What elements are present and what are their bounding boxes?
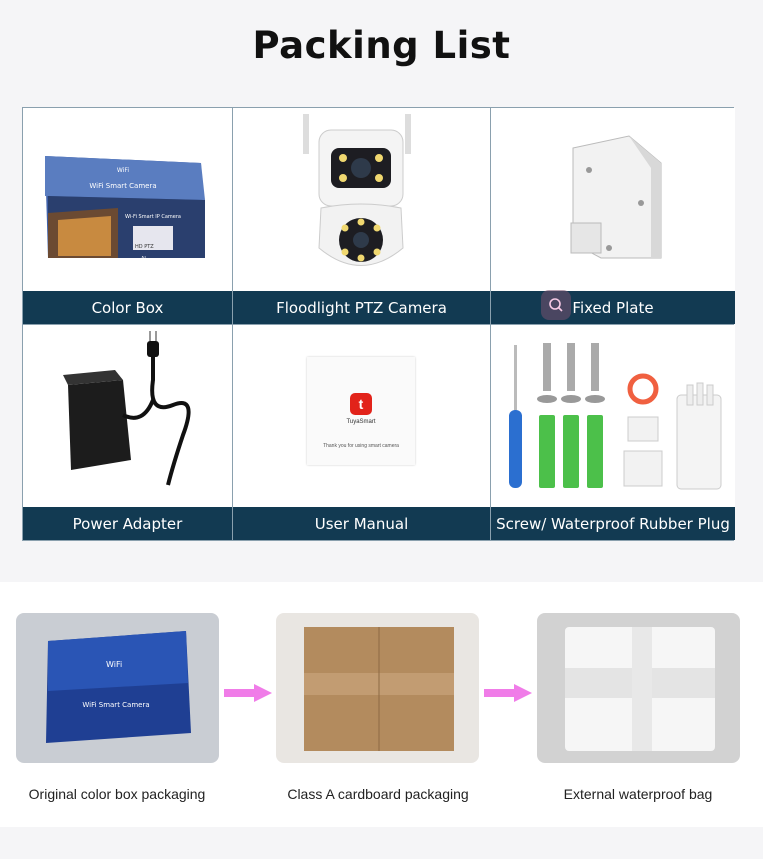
item-caption: Floodlight PTZ Camera [233,291,490,324]
power-adapter-image [23,325,232,507]
screws-image [491,325,735,507]
manual-app-name: TuyaSmart [346,419,376,425]
manual-note: Thank you for using smart camera [323,443,399,449]
box-model-text: HD PTZ [135,244,154,250]
packaging-step-label: External waterproof bag [563,786,713,802]
item-caption: Screw/ Waterproof Rubber Plug [491,507,735,540]
packaging-step-waterproof-bag-photo [537,613,740,763]
box-logo-text: WiFi [106,660,122,669]
packaging-step-cardboard-photo [276,613,479,763]
packaging-step-label: Class A cardboard packaging [287,786,469,802]
box-badge-text: AI [141,256,146,262]
box-subtitle-text: Wi-Fi Smart IP Camera [125,214,181,220]
row-divider [23,324,733,325]
item-caption: Fixed Plate [491,291,735,324]
item-screws: Screw/ Waterproof Rubber Plug [491,325,735,540]
item-fixed-plate: Fixed Plate [491,108,735,324]
packaging-step-color-box-photo: WiFi WiFi Smart Camera [16,613,219,763]
arrow-right-icon [484,684,532,702]
item-color-box: WiFi Smart Camera Wi-Fi Smart IP Camera … [23,108,233,324]
item-ptz-camera: Floodlight PTZ Camera [233,108,491,324]
item-caption: User Manual [233,507,490,540]
tuya-logo-icon: t [350,393,372,415]
box-brand-text: WiFi Smart Camera [89,182,156,190]
fixed-plate-image [491,108,735,291]
box-brand-text: WiFi Smart Camera [82,701,149,709]
search-icon[interactable] [541,290,571,320]
arrow-right-icon [224,684,272,702]
packing-list-grid: WiFi Smart Camera Wi-Fi Smart IP Camera … [22,107,735,541]
item-user-manual: t TuyaSmart Thank you for using smart ca… [233,325,491,540]
page-title: Packing List [252,24,511,67]
user-manual-image: t TuyaSmart Thank you for using smart ca… [233,325,490,507]
manual-booklet: t TuyaSmart Thank you for using smart ca… [307,357,415,465]
packaging-step-label: Original color box packaging [28,786,206,802]
item-power-adapter: Power Adapter [23,325,233,540]
box-logo-text: WiFi [117,167,129,174]
item-caption: Color Box [23,291,232,324]
ptz-camera-image [233,108,490,291]
item-caption: Power Adapter [23,507,232,540]
color-box-image: WiFi Smart Camera Wi-Fi Smart IP Camera … [23,108,232,291]
